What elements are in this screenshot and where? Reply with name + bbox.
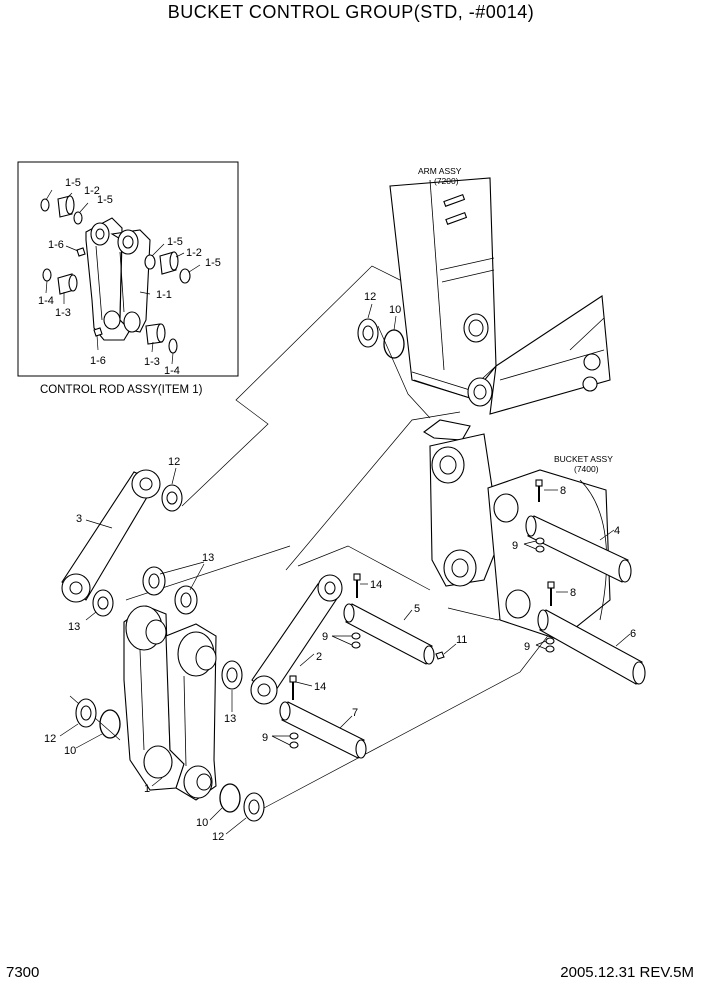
bolt-14a [353, 573, 361, 598]
inset-washer-1-5b [73, 211, 83, 225]
o-ring-10-bottom-left [99, 709, 121, 739]
callout-7: 7 [352, 707, 358, 719]
inset-label-1-3b: 1-3 [144, 356, 160, 368]
link-3 [61, 469, 161, 603]
revision-date: 2005.12.31 REV.5M [560, 964, 694, 981]
callout-13-top: 13 [202, 552, 214, 564]
control-rod-1 [123, 605, 217, 801]
callout-1: 1 [144, 783, 150, 795]
inset-washer-1-4 [42, 268, 52, 282]
washer-13-left [92, 589, 114, 617]
inset-label-1-5c: 1-5 [167, 236, 183, 248]
bolt-8a [535, 479, 543, 502]
control-rod-assy-inset: 1-5 1-2 1-5 1-6 1-5 1-2 1-5 1-4 1-3 1-1 … [17, 161, 239, 396]
bolt-8b [547, 581, 555, 606]
assembly-phantom-lines [69, 265, 561, 809]
callout-6: 6 [630, 628, 636, 640]
inset-label-1-2b: 1-2 [186, 247, 202, 259]
fitting-11 [435, 651, 445, 660]
inset-label-1-5d: 1-5 [205, 257, 221, 269]
inset-label-1-4a: 1-4 [38, 295, 54, 307]
callout-9-pin5: 9 [322, 631, 328, 643]
nut-9d [545, 645, 555, 653]
washer-12-bottom-right [243, 792, 265, 822]
pin-4 [525, 515, 632, 583]
callout-10-left: 10 [64, 745, 76, 757]
callout-10-top: 10 [389, 304, 401, 316]
inset-washer-1-5 [40, 198, 50, 212]
callout-3: 3 [76, 513, 82, 525]
bucket-assembly: BUCKET ASSY (7400) [423, 419, 613, 641]
main-leaders [59, 303, 631, 835]
callout-14-bottom: 14 [314, 681, 326, 693]
pin-7 [279, 701, 367, 759]
inset-label-1-1: 1-1 [156, 289, 172, 301]
washer-12-link3 [161, 484, 183, 512]
inset-washer-1-5c [144, 254, 156, 270]
callout-12-top: 12 [364, 291, 376, 303]
callout-2: 2 [316, 651, 322, 663]
inset-grease-fitting-1-6 [76, 247, 86, 257]
arm-assy-name: ARM ASSY [418, 166, 462, 176]
nut-9c [545, 637, 555, 645]
washer-13-rod [221, 660, 243, 690]
inset-label-1-5b: 1-5 [97, 194, 113, 206]
inset-bushing-1-3 [57, 273, 78, 295]
callout-11: 11 [456, 634, 467, 646]
nut-9b [535, 545, 545, 553]
inset-label-1-3a: 1-3 [55, 307, 71, 319]
inset-label-1-4b: 1-4 [164, 365, 180, 377]
inset-caption: CONTROL ROD ASSY(ITEM 1) [40, 384, 203, 396]
arm-assembly: ARM ASSY (7200) [389, 166, 611, 415]
callout-12-left: 12 [44, 733, 56, 745]
callout-13-rod: 13 [224, 713, 236, 725]
washer-12-bottom-left [75, 698, 97, 728]
page-title: BUCKET CONTROL GROUP(STD, -#0014) [167, 2, 535, 22]
inset-control-rod-1-1 [85, 217, 151, 341]
link-2 [250, 574, 343, 705]
page-number: 7300 [6, 964, 40, 981]
nut-9g [289, 732, 299, 740]
inset-washer-1-4b [168, 338, 178, 354]
callout-13-left: 13 [68, 621, 80, 633]
washer-12-top [357, 318, 379, 348]
callout-12-link3: 12 [168, 456, 180, 468]
bucket-assy-code: (7400) [574, 464, 599, 474]
inset-grease-fitting-1-6b [93, 327, 103, 337]
arm-assy-code: (7200) [434, 176, 459, 186]
callout-9-right-bottom: 9 [524, 641, 530, 653]
callout-12-right: 12 [212, 831, 224, 843]
bucket-assy-name: BUCKET ASSY [554, 454, 613, 464]
inset-label-1-6a: 1-6 [48, 239, 64, 251]
nut-9a [535, 537, 545, 545]
nut-9e [351, 632, 361, 640]
inset-label-1-2a: 1-2 [84, 185, 100, 197]
callout-4: 4 [614, 525, 620, 537]
nut-9f [351, 641, 361, 649]
o-ring-10-top [383, 329, 405, 359]
inset-bushing-1-2b [159, 251, 179, 275]
inset-label-1-5a: 1-5 [65, 177, 81, 189]
o-ring-10-bottom-right [219, 783, 241, 813]
washer-13-top [142, 566, 198, 615]
inset-frame [17, 161, 239, 377]
bolt-14b [289, 675, 297, 700]
callout-5: 5 [414, 603, 420, 615]
callout-8-bottom: 8 [570, 587, 576, 599]
inset-bushing-1-3b [145, 323, 166, 345]
inset-leaders [45, 189, 201, 365]
nut-9h [289, 741, 299, 749]
callout-8-top: 8 [560, 485, 566, 497]
callout-9-right-top: 9 [512, 540, 518, 552]
inset-label-1-6b: 1-6 [90, 355, 106, 367]
pin-6 [537, 609, 646, 685]
inset-washer-1-5d [179, 268, 191, 284]
callout-10-right: 10 [196, 817, 208, 829]
inset-bushing-1-2 [57, 195, 75, 218]
callout-14-top: 14 [370, 579, 382, 591]
callout-9-pin7: 9 [262, 732, 268, 744]
pin-5 [343, 603, 435, 665]
